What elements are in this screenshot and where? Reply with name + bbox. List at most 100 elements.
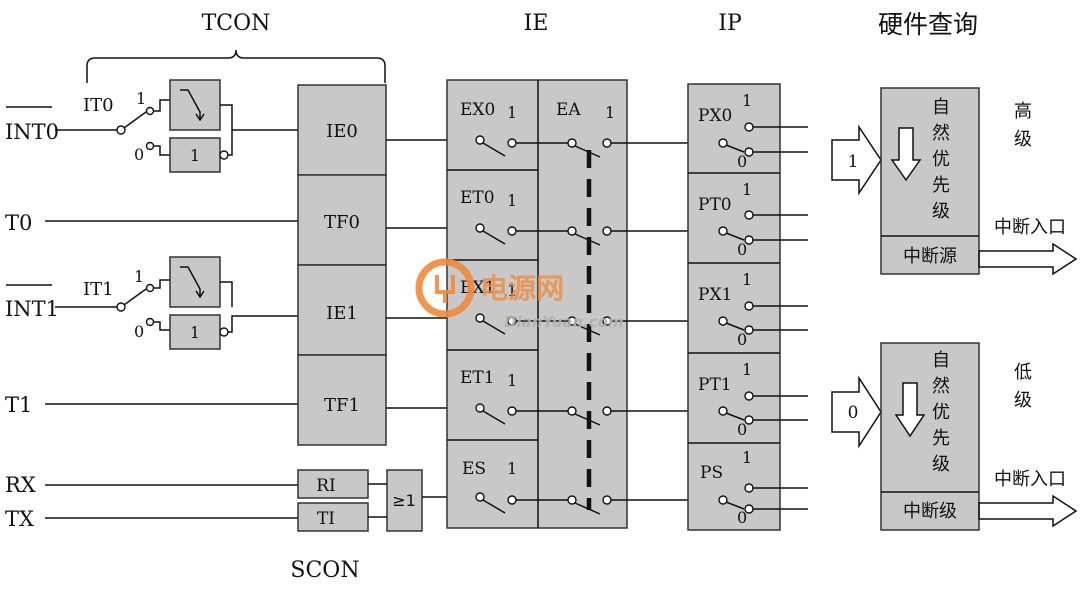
low-output-arrow bbox=[978, 494, 1078, 528]
high-query-box bbox=[880, 87, 980, 275]
falling-edge-arrow-0 bbox=[195, 113, 205, 122]
svg-text:先: 先 bbox=[932, 428, 950, 449]
flag-ri bbox=[297, 469, 369, 499]
ie-switch-et0 bbox=[475, 223, 517, 245]
svg-text:自: 自 bbox=[932, 350, 950, 371]
high-priority-value: 1 bbox=[848, 152, 859, 172]
ie-title: IE bbox=[524, 11, 549, 36]
ie-register bbox=[446, 79, 628, 529]
svg-text:低: 低 bbox=[1014, 362, 1032, 383]
low-priority-value: 0 bbox=[848, 403, 859, 423]
not1-out-wire bbox=[228, 315, 298, 333]
ip-px0-label: PX0 bbox=[698, 106, 732, 126]
scon-title: SCON bbox=[290, 558, 359, 583]
ip-switch-pt0 bbox=[718, 210, 754, 245]
input-int1: INT1 bbox=[5, 297, 59, 321]
low-entry-label: 中断入口 bbox=[994, 469, 1066, 490]
low-query-box bbox=[880, 342, 980, 531]
it0-wire-0 bbox=[153, 145, 170, 156]
it0-switch-arm bbox=[123, 111, 147, 129]
ie-switch-et1 bbox=[475, 403, 517, 425]
high-level-label: 高 级 bbox=[1014, 101, 1032, 150]
high-entry-label: 中断入口 bbox=[994, 217, 1066, 238]
watermark-logo-icon bbox=[415, 258, 475, 318]
edge0-out-wire bbox=[220, 104, 233, 130]
watermark: 电源网 DianYuan.com bbox=[415, 258, 624, 331]
watermark-en: DianYuan.com bbox=[504, 313, 624, 331]
flag-ti-label: TI bbox=[317, 509, 335, 529]
flag-tf1 bbox=[297, 354, 387, 446]
ie-et0-label: ET0 bbox=[460, 188, 495, 208]
or-gate bbox=[386, 469, 423, 532]
edge1-out-wire bbox=[220, 281, 233, 307]
it0-contact-0 bbox=[145, 141, 155, 151]
ip-pt1-one: 1 bbox=[742, 360, 752, 379]
not-gate-1-label: 1 bbox=[190, 323, 200, 342]
low-source-label: 中断级 bbox=[903, 501, 957, 522]
ip-pt0-label: PT0 bbox=[698, 195, 732, 215]
svg-text:级: 级 bbox=[1014, 390, 1032, 411]
tcon-title: TCON bbox=[202, 11, 271, 36]
ie-ex0-label: EX0 bbox=[460, 100, 495, 120]
input-t1: T1 bbox=[5, 393, 32, 417]
ip-px0-zero: 0 bbox=[737, 152, 747, 171]
input-rx: RX bbox=[5, 473, 36, 497]
ie-ea-label: EA bbox=[556, 100, 581, 120]
svg-text:级: 级 bbox=[1014, 129, 1032, 150]
it1-contact-1 bbox=[145, 283, 155, 293]
flag-ie0 bbox=[297, 84, 387, 176]
ip-px1-one: 1 bbox=[742, 270, 752, 289]
not0-out-wire bbox=[228, 129, 298, 156]
ie-ex0-one: 1 bbox=[507, 103, 517, 122]
svg-text:优: 优 bbox=[932, 149, 950, 170]
it0-label: IT0 bbox=[83, 95, 114, 116]
it1-pivot bbox=[116, 302, 126, 312]
falling-edge-arrow-1 bbox=[195, 290, 205, 299]
ip-register bbox=[687, 83, 781, 531]
edge-detect-box-1 bbox=[169, 256, 221, 308]
high-down-arrow-icon bbox=[890, 127, 922, 182]
ip-ps-one: 1 bbox=[742, 448, 752, 467]
or-gate-label: ≥1 bbox=[392, 491, 416, 510]
ie-switch-es bbox=[475, 492, 517, 514]
ip-pt1-zero: 0 bbox=[737, 420, 747, 439]
ip-switch-px0 bbox=[718, 122, 754, 157]
ie-ea-one: 1 bbox=[605, 103, 615, 122]
not-gate-0-label: 1 bbox=[190, 146, 200, 165]
svg-text:然: 然 bbox=[932, 123, 950, 144]
high-chain-label: 自 然 优 先 级 bbox=[932, 97, 950, 222]
ip-output-wires bbox=[753, 126, 808, 510]
ip-px1-label: PX1 bbox=[698, 285, 732, 305]
flag-ie0-label: IE0 bbox=[326, 121, 358, 142]
ip-title: IP bbox=[718, 11, 742, 36]
falling-edge-icon-0 bbox=[180, 89, 201, 120]
ip-pt0-one: 1 bbox=[742, 180, 752, 199]
watermark-cn: 电源网 bbox=[480, 272, 564, 305]
high-input-arrow bbox=[831, 124, 882, 196]
ip-pt0-zero: 0 bbox=[737, 240, 747, 259]
it1-label: IT1 bbox=[83, 279, 114, 300]
low-chain-label: 自 然 优 先 级 bbox=[932, 350, 950, 475]
ie-ex1-one: 1 bbox=[507, 281, 517, 300]
flag-tf0-label: TF0 bbox=[324, 212, 360, 233]
input-tx: TX bbox=[5, 507, 34, 531]
svg-text:然: 然 bbox=[932, 376, 950, 397]
low-input-arrow bbox=[831, 375, 882, 449]
not-gate-0-bubble bbox=[219, 150, 229, 160]
ip-ps-zero: 0 bbox=[737, 508, 747, 527]
svg-text:级: 级 bbox=[932, 454, 950, 475]
it1-switch-arm bbox=[123, 288, 147, 306]
it0-one: 1 bbox=[136, 89, 146, 108]
tcon-brace bbox=[86, 49, 386, 83]
flag-tf1-label: TF1 bbox=[324, 395, 360, 416]
it1-one: 1 bbox=[134, 267, 144, 286]
ie-switch-ex0 bbox=[475, 135, 517, 157]
ie-es-label: ES bbox=[462, 459, 486, 479]
ip-pt1-label: PT1 bbox=[698, 375, 732, 395]
svg-text:级: 级 bbox=[932, 201, 950, 222]
it0-zero: 0 bbox=[134, 145, 144, 164]
flag-tf0 bbox=[297, 174, 387, 266]
it0-pivot bbox=[116, 125, 126, 135]
svg-text:高: 高 bbox=[1014, 101, 1032, 122]
it0-wire-1 bbox=[153, 99, 170, 112]
